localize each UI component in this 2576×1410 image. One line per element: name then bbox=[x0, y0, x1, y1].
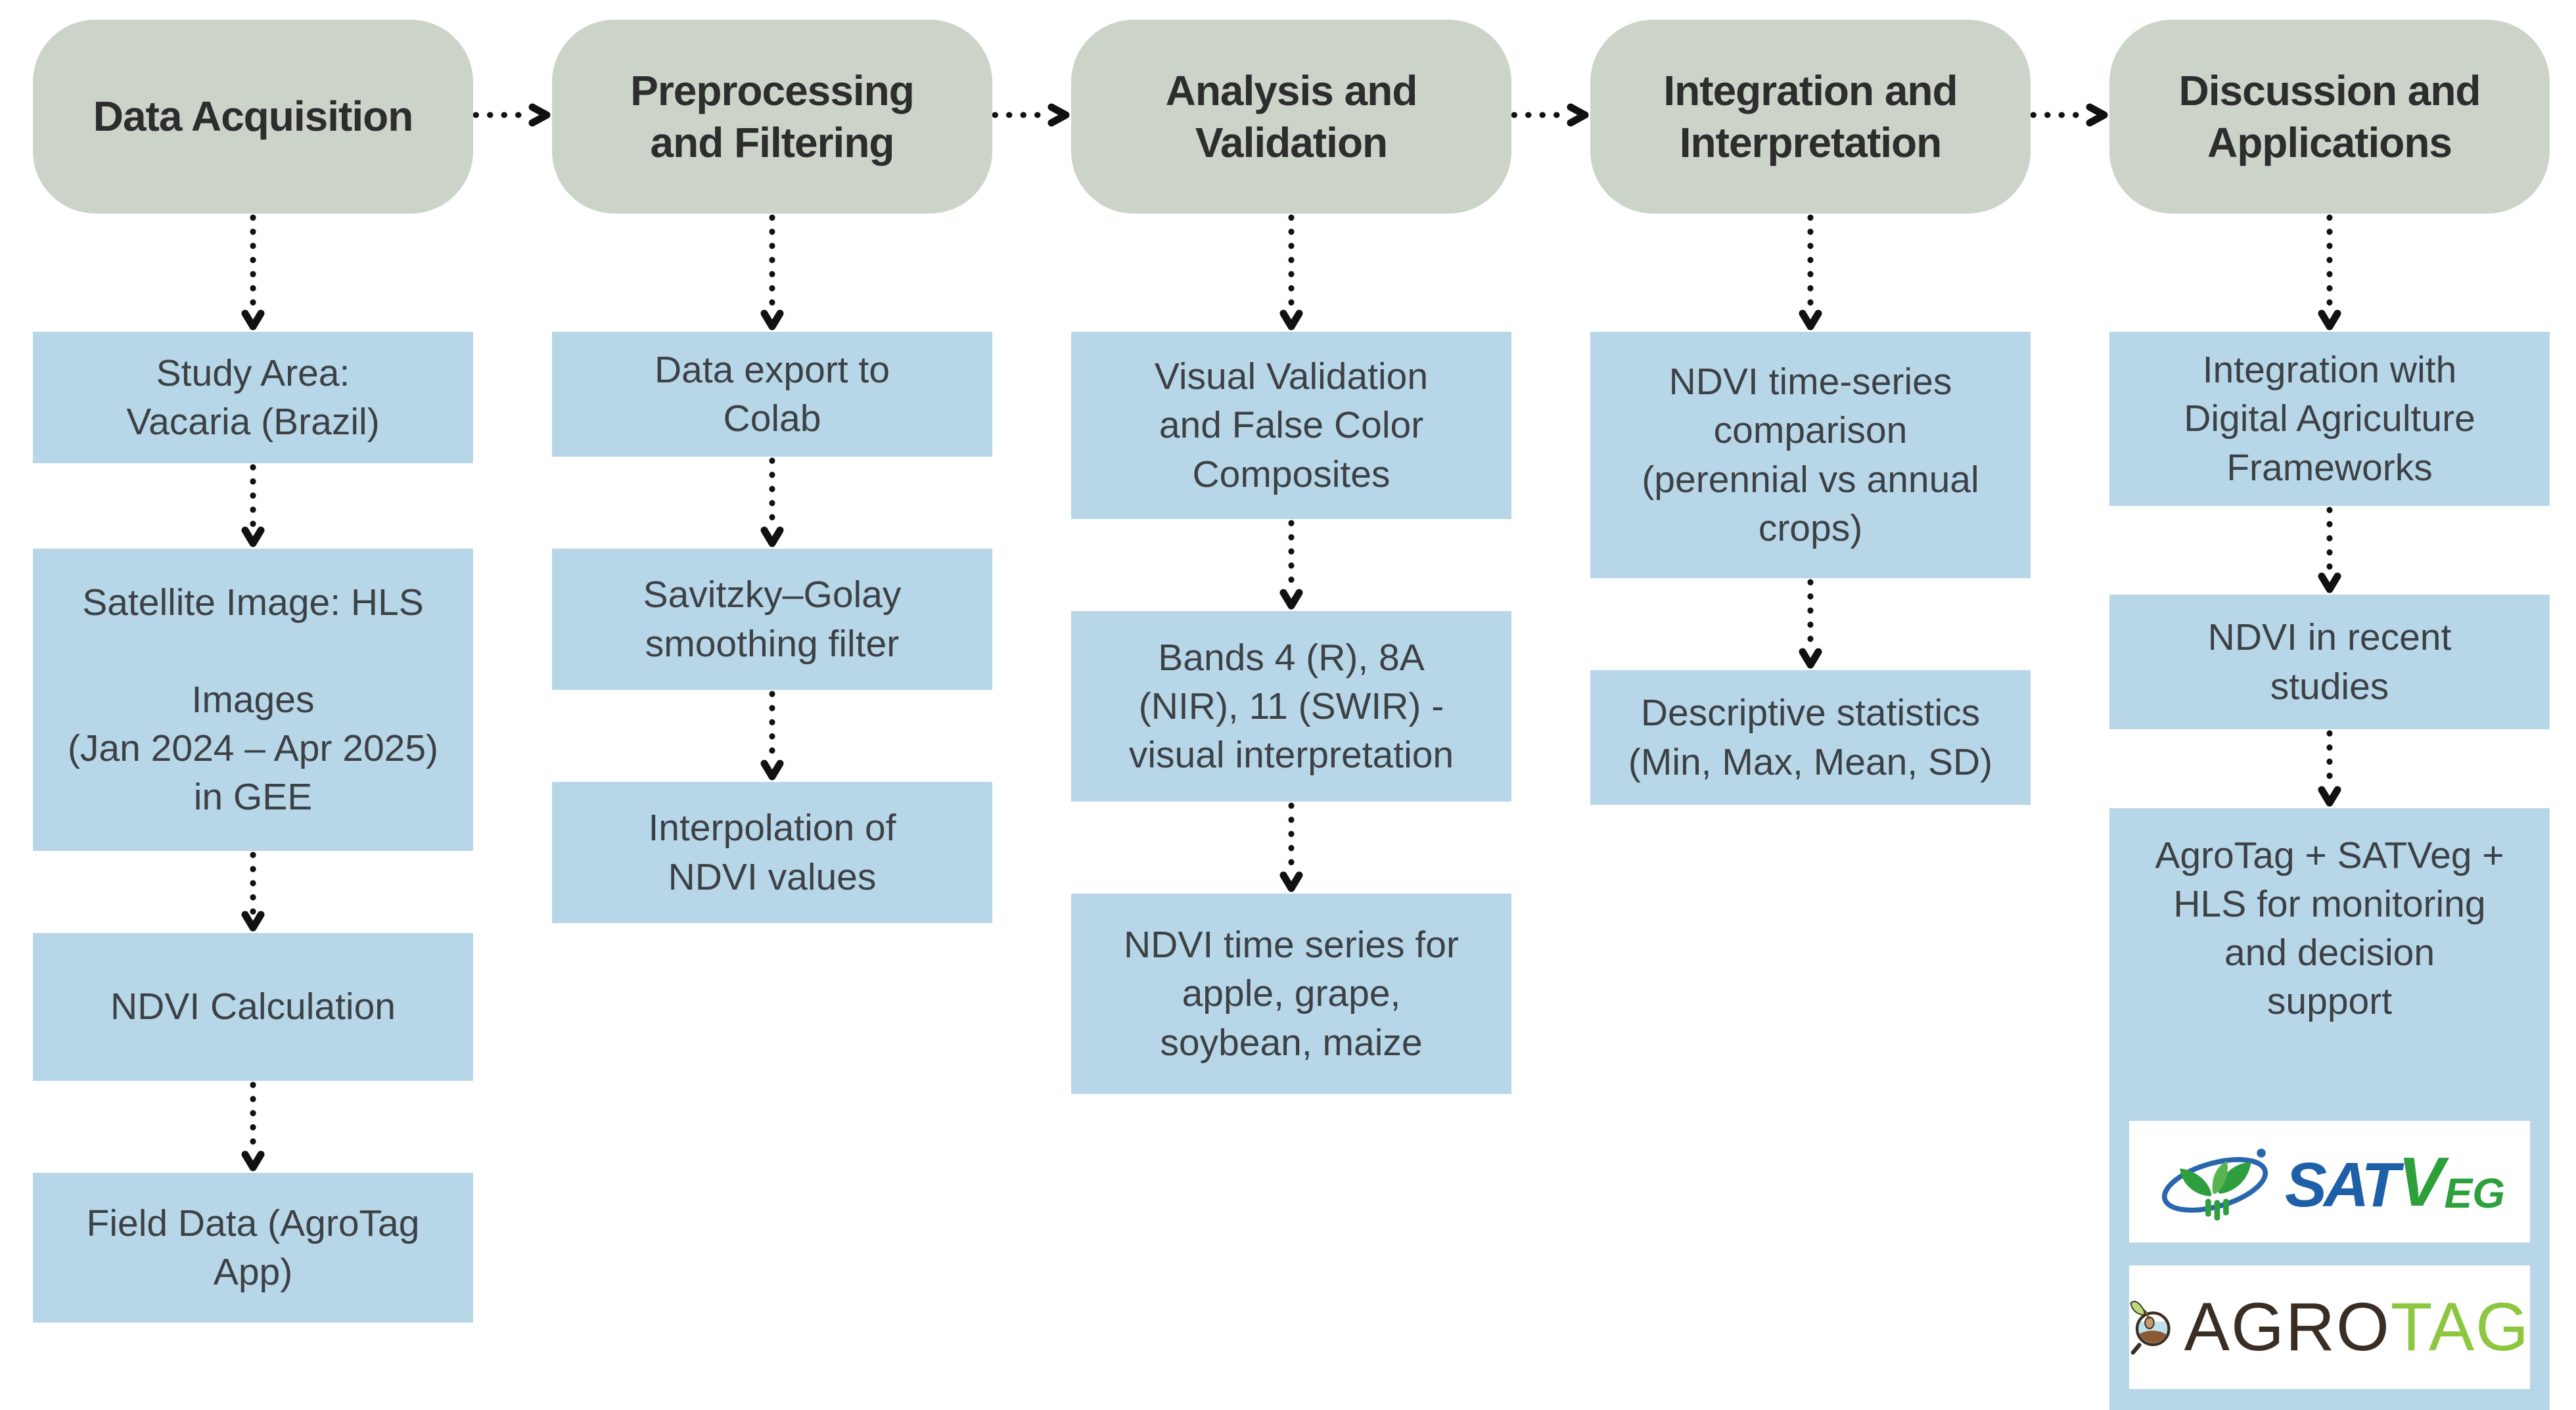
box-ndvi-comparison: NDVI time-series comparison (perennial v… bbox=[1590, 332, 2031, 578]
dotted-arrow-down-icon bbox=[1279, 214, 1303, 330]
agrotag-tag-text: TAG bbox=[2390, 1289, 2530, 1366]
dotted-arrow-down-icon bbox=[2318, 214, 2341, 330]
dotted-arrow-down-icon bbox=[1799, 214, 1822, 330]
box-descriptive-statistics: Descriptive statistics (Min, Max, Mean, … bbox=[1590, 670, 2031, 805]
agrotag-agro-text: AGRO bbox=[2184, 1289, 2391, 1366]
dotted-arrow-down-icon bbox=[760, 691, 784, 781]
column-discussion-applications: Discussion and Applications Integration … bbox=[2109, 20, 2550, 1410]
satveg-eg-text: EG bbox=[2444, 1169, 2506, 1217]
dotted-arrow-down-icon bbox=[1279, 520, 1303, 610]
box-interpolation-ndvi: Interpolation of NDVI values bbox=[552, 782, 992, 923]
dotted-arrow-down-icon bbox=[760, 214, 784, 330]
dotted-arrow-down-icon bbox=[1279, 802, 1303, 892]
box-integration-frameworks: Integration with Digital Agriculture Fra… bbox=[2109, 332, 2550, 506]
box-monitoring-decision-support: AgroTag + SATVeg + HLS for monitoring an… bbox=[2109, 808, 2550, 1410]
dotted-arrow-down-icon bbox=[241, 852, 265, 932]
dotted-arrow-right-icon bbox=[473, 103, 551, 127]
stage-header-data-acquisition: Data Acquisition bbox=[33, 20, 473, 214]
dotted-arrow-down-icon bbox=[1799, 579, 1822, 669]
dotted-arrow-down-icon bbox=[2318, 507, 2341, 593]
dotted-arrow-right-icon bbox=[1511, 103, 1589, 127]
box-data-export-colab: Data export to Colab bbox=[552, 332, 992, 457]
box-field-data-agrotag: Field Data (AgroTag App) bbox=[33, 1173, 473, 1323]
column-preprocessing-filtering: Preprocessing and Filtering Data export … bbox=[552, 20, 992, 923]
box-ndvi-time-series-crops: NDVI time series for apple, grape, soybe… bbox=[1071, 894, 1511, 1094]
column-analysis-validation: Analysis and Validation Visual Validatio… bbox=[1071, 20, 1511, 1094]
dotted-arrow-down-icon bbox=[2318, 730, 2341, 807]
column-integration-interpretation: Integration and Interpretation NDVI time… bbox=[1590, 20, 2031, 805]
box-savitzky-golay: Savitzky–Golay smoothing filter bbox=[552, 549, 992, 690]
monitoring-box-text: AgroTag + SATVeg + HLS for monitoring an… bbox=[2155, 834, 2504, 1023]
dotted-arrow-down-icon bbox=[241, 214, 265, 330]
column-data-acquisition: Data Acquisition Study Area: Vacaria (Br… bbox=[33, 20, 473, 1323]
box-ndvi-recent-studies: NDVI in recent studies bbox=[2109, 595, 2550, 729]
box-bands-interpretation: Bands 4 (R), 8A (NIR), 11 (SWIR) - visua… bbox=[1071, 611, 1511, 802]
box-visual-validation: Visual Validation and False Color Compos… bbox=[1071, 332, 1511, 519]
stage-header-preprocessing-filtering: Preprocessing and Filtering bbox=[552, 20, 992, 214]
box-satellite-image-hls: Satellite Image: HLS Images (Jan 2024 – … bbox=[33, 549, 473, 851]
satveg-sat-text: SAT bbox=[2284, 1149, 2400, 1220]
agrotag-magnifier-sprout-icon bbox=[2130, 1301, 2171, 1355]
stage-header-integration-interpretation: Integration and Interpretation bbox=[1590, 20, 2031, 214]
stage-header-discussion-applications: Discussion and Applications bbox=[2109, 20, 2550, 214]
box-study-area: Study Area: Vacaria (Brazil) bbox=[33, 332, 473, 463]
satveg-plant-orbit-icon bbox=[2161, 1148, 2268, 1221]
box-ndvi-calculation: NDVI Calculation bbox=[33, 933, 473, 1081]
satveg-v-text: V bbox=[2397, 1143, 2445, 1221]
dotted-arrow-right-icon bbox=[2031, 103, 2108, 127]
dotted-arrow-down-icon bbox=[241, 464, 265, 547]
dotted-arrow-down-icon bbox=[241, 1081, 265, 1171]
dotted-arrow-down-icon bbox=[760, 457, 784, 547]
stage-header-analysis-validation: Analysis and Validation bbox=[1071, 20, 1511, 214]
dotted-arrow-right-icon bbox=[992, 103, 1070, 127]
